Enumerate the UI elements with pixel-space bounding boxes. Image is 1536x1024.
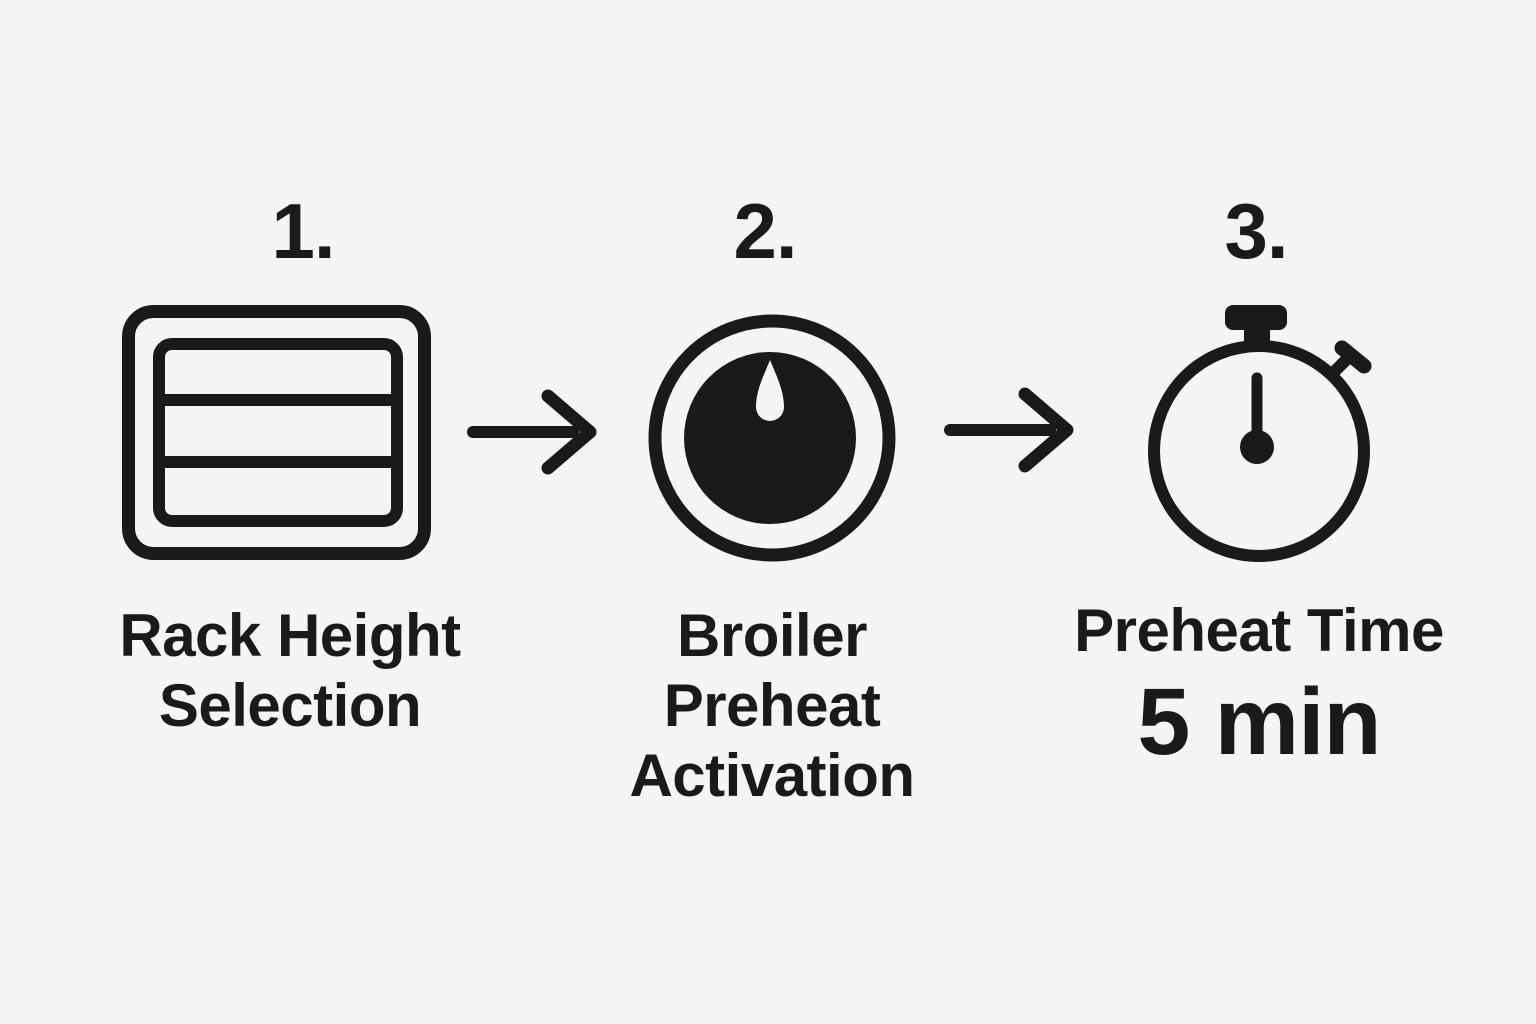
label-line: Activation [629,742,915,809]
oven-rack-icon [122,305,431,560]
label-line: Selection [158,672,422,739]
arrow-right-icon [467,389,597,475]
step-1-label: Rack Height Selection [40,601,540,741]
label-line: Broiler [677,602,867,669]
dial-knob-icon [648,314,896,562]
step-3-value: 5 min [1137,669,1381,775]
arrow-right-icon [944,387,1074,473]
step-3-label: Preheat Time [1009,596,1509,666]
step-2-number: 2. [733,187,797,275]
step-3-number: 3. [1224,187,1288,275]
label-line: Rack Height [119,602,461,669]
stopwatch-icon [1148,305,1372,562]
label-line: Preheat Time [1074,597,1444,664]
step-2-label: Broiler Preheat Activation [522,601,1022,811]
step-1-number: 1. [271,187,335,275]
label-line: Preheat [663,672,881,739]
